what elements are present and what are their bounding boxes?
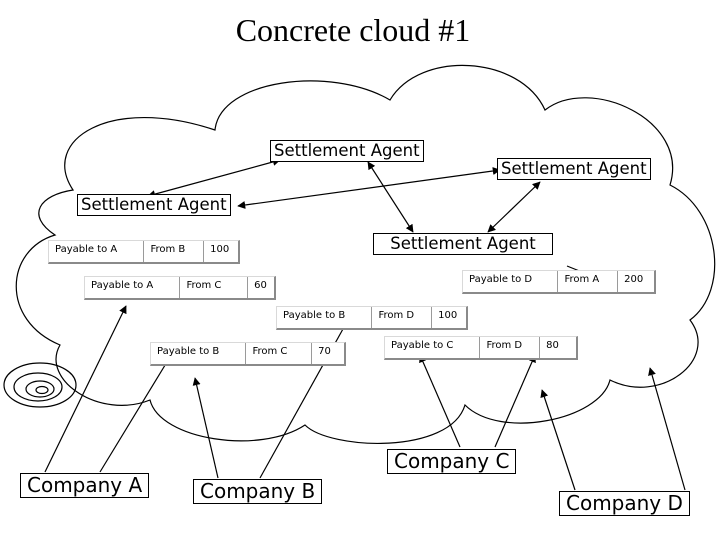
company-a-arrow-2 — [99, 356, 171, 473]
agent-link-2-4 — [487, 181, 541, 233]
ledger-payable: Payable to D — [463, 271, 559, 292]
ledger-amount: 100 — [210, 244, 230, 255]
settlement-agent-3: Settlement Agent — [77, 194, 231, 217]
ledger-source: From D — [372, 307, 433, 328]
company-c-arrow-2 — [494, 354, 536, 448]
ledger-payable: Payable to C — [385, 337, 481, 358]
diagram-title: Concrete cloud #1 — [235, 12, 471, 48]
ledger-source: From A — [558, 271, 619, 292]
settlement-agent-4: Settlement Agent — [373, 233, 553, 256]
ledger-source: From C — [246, 343, 313, 364]
ledger-entry: Payable to A From B 100 — [48, 240, 240, 264]
company-d-arrow-2 — [648, 367, 686, 491]
settlement-agent-1: Settlement Agent — [270, 140, 424, 163]
company-b-arrow-1 — [192, 377, 219, 479]
company-c-label: Company C — [387, 449, 517, 474]
ledger-source: From D — [480, 337, 541, 358]
ledger-source: From C — [180, 277, 249, 298]
ledger-entry: Payable to D From A 200 — [462, 270, 656, 294]
spiral-icon — [3, 362, 77, 408]
company-d-label: Company D — [559, 491, 690, 516]
ledger-amount: 100 — [438, 310, 458, 321]
agent-link-1-3 — [147, 158, 281, 198]
company-a-label: Company A — [20, 473, 150, 498]
settlement-agent-2: Settlement Agent — [497, 158, 651, 181]
ledger-payable: Payable to A — [49, 241, 145, 262]
ledger-payable: Payable to B — [151, 343, 247, 364]
ledger-source: From B — [144, 241, 205, 262]
ledger-amount: 80 — [546, 340, 559, 351]
ledger-amount: 200 — [624, 274, 644, 285]
company-a-arrow-1 — [44, 305, 127, 473]
ledger-entry: Payable to B From D 100 — [276, 306, 468, 330]
agent-link-1-4 — [367, 161, 414, 233]
company-d-arrow-1 — [540, 389, 576, 491]
ledger-amount: 60 — [254, 280, 267, 291]
ledger-entry: Payable to B From C 70 — [150, 342, 346, 366]
ledger-amount: 70 — [318, 346, 331, 357]
company-b-label: Company B — [193, 479, 323, 504]
ledger-payable: Payable to B — [277, 307, 373, 328]
ledger-payable: Payable to A — [85, 277, 181, 298]
company-c-arrow-1 — [419, 354, 461, 448]
ledger-entry: Payable to A From C 60 — [84, 276, 276, 300]
ledger-entry: Payable to C From D 80 — [384, 336, 578, 360]
